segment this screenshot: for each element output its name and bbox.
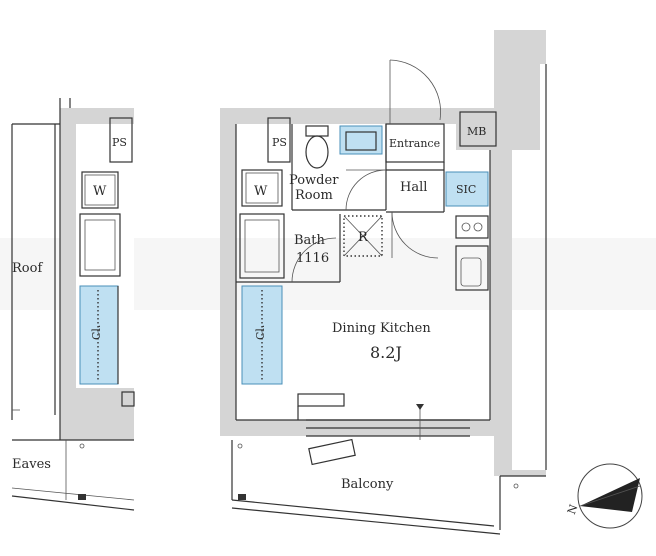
refrigerator-label: R [358,230,369,245]
toilet-icon [305,125,329,169]
bathtub-main [239,213,285,279]
ps-left-label: PS [112,136,127,149]
closet-left [79,285,119,385]
eaves-label: Eaves [12,457,51,472]
ps-main-label: PS [272,136,287,149]
w-main-label: W [254,184,268,199]
mb-label: MB [467,125,486,138]
hall-label: Hall [400,180,427,195]
left-unit [11,98,135,511]
ps-left-box [109,117,133,163]
north-label: N [565,502,581,516]
powder-room-label: Powder [289,173,339,188]
balcony-label: Balcony [341,477,394,492]
sink-icon [455,245,489,291]
washer-left [81,171,119,209]
dining-kitchen-label: Dining Kitchen [332,321,431,336]
sic-closet [445,171,489,207]
bath-size-label: 1116 [296,251,329,266]
refrigerator [343,215,383,257]
area-label: 8.2J [370,343,402,362]
sic-label: SIC [456,183,476,196]
cl-left-label: Cl. [90,325,103,340]
bath-label: Bath [294,233,326,248]
entrance-label: Entrance [389,137,440,150]
w-left-label: W [93,184,107,199]
washer-main [241,169,283,207]
bathtub-left [79,213,121,277]
ps-main-box [267,117,291,163]
powder-room-label-2: Room [295,188,333,203]
roof-label: Roof [12,261,43,276]
cl-main-label: Cl. [254,325,267,340]
mb-box [459,111,497,147]
main-unit [220,30,547,535]
compass-icon [577,463,643,529]
stove-icon [455,215,489,239]
